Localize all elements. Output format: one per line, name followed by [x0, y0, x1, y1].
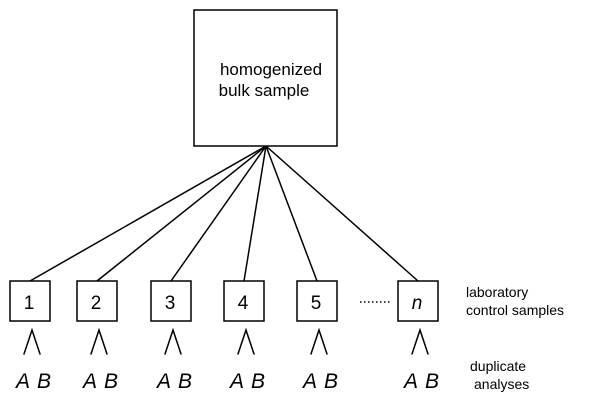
connector-line-2	[96, 145, 267, 282]
control-samples-label-line2: control samples	[466, 302, 564, 318]
duplicate-fork-4	[237, 327, 255, 355]
control-sample-box-2	[76, 280, 118, 322]
duplicate-label-a: A	[301, 370, 317, 393]
control-sample-number-2: 2	[91, 293, 102, 314]
duplicate-analyses-label-line1: duplicate	[470, 358, 526, 374]
control-sample-number-4: 4	[238, 293, 249, 314]
control-sample-box-3	[150, 280, 192, 322]
duplicate-label-a: A	[14, 370, 30, 393]
duplicate-label-a: A	[155, 370, 171, 393]
duplicate-label-b: B	[324, 370, 338, 393]
connector-line-3	[170, 145, 267, 282]
duplicate-label-b: B	[37, 370, 51, 393]
control-samples-label-line1: laboratory	[466, 284, 528, 300]
control-sample-number-n: n	[412, 293, 423, 314]
connector-line-1	[29, 145, 267, 282]
duplicate-label-b: B	[251, 370, 265, 393]
connector-lines	[29, 145, 419, 282]
duplicate-fork-2	[90, 327, 108, 355]
duplicate-label-a: A	[81, 370, 97, 393]
duplicate-label-a: A	[402, 370, 418, 393]
bulk-sample-box	[193, 9, 338, 147]
control-sample-box-n	[397, 280, 439, 322]
connector-line-5	[265, 145, 318, 282]
duplicate-fork-n	[411, 327, 429, 355]
duplicate-analyses-label-line2: analyses	[474, 376, 529, 392]
bulk-sample: homogenized bulk sample	[193, 9, 338, 147]
connector-line-n	[265, 145, 419, 282]
bulk-sample-label-line1: homogenized	[220, 60, 322, 79]
duplicate-label-a: A	[228, 370, 244, 393]
bulk-sample-label-line2: bulk sample	[219, 81, 310, 100]
duplicate-fork-3	[164, 327, 182, 355]
control-sample-box-5	[296, 280, 338, 322]
duplicate-fork-1	[23, 327, 41, 355]
control-sample-number-1: 1	[24, 293, 35, 314]
duplicate-label-b: B	[104, 370, 118, 393]
duplicate-label-b: B	[425, 370, 439, 393]
connector-line-4	[243, 145, 267, 282]
control-sample-box-1	[9, 280, 51, 322]
control-sample-number-5: 5	[311, 293, 322, 314]
duplicate-fork-5	[310, 327, 328, 355]
duplicate-label-b: B	[178, 370, 192, 393]
control-sample-box-4	[223, 280, 265, 322]
control-sample-number-3: 3	[165, 293, 176, 314]
